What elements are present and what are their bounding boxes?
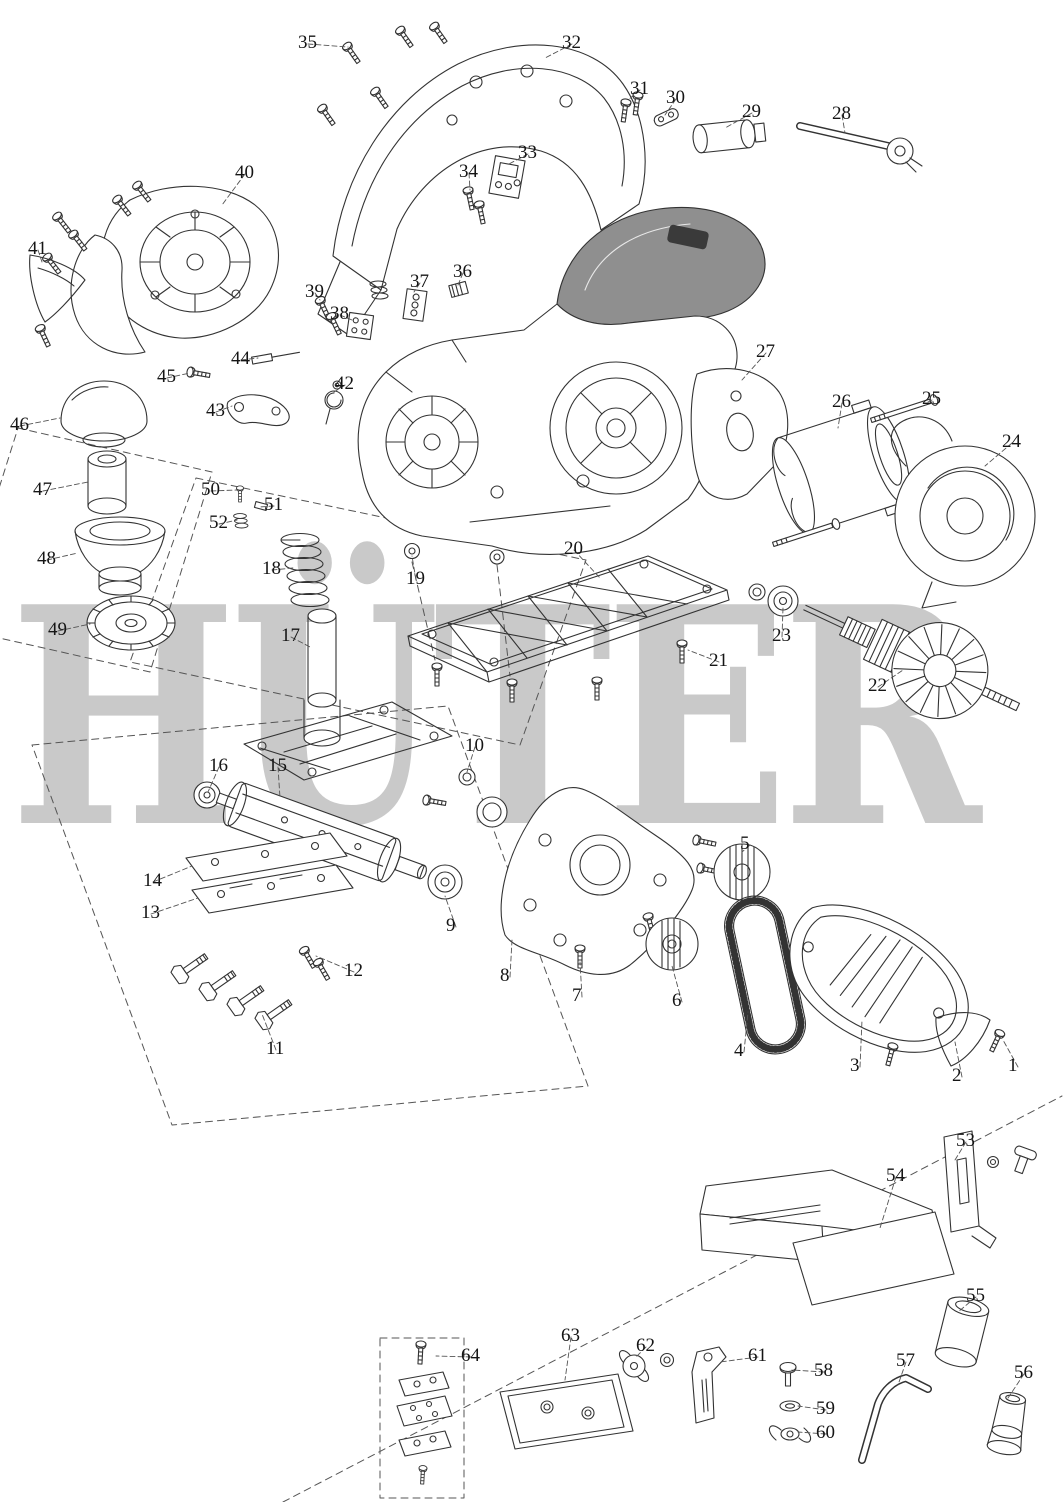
part-45-screw: [185, 366, 212, 381]
handle-grip: [556, 207, 766, 326]
leader-lines: [19, 43, 1025, 1435]
part-22-armature: [803, 604, 1021, 720]
part-48-adjuster: [74, 516, 166, 596]
part-47-sleeve: [87, 450, 127, 515]
part-58-screw: [779, 1361, 797, 1387]
parts-50-51-52: [233, 485, 269, 529]
screws-39: [313, 294, 345, 337]
part-18-spring: [280, 532, 330, 608]
part-53-fence-plate: [943, 1130, 1037, 1249]
part-16-bearing: [193, 781, 221, 809]
part-15-blade-drum: [215, 781, 427, 883]
part-37-terminal-block: [402, 288, 428, 322]
part-13-blade-clamp: [191, 864, 354, 914]
screw-1: [986, 1027, 1007, 1054]
part-49-depth-dial: [86, 595, 176, 651]
screws-34: [461, 185, 489, 226]
part-23-bearing: [748, 583, 799, 617]
part-60-wing-nut: [768, 1425, 812, 1443]
part-3-belt-cover: [789, 904, 969, 1053]
part-63-plate: [499, 1373, 634, 1450]
bolts-11: [168, 947, 297, 1033]
part-54-fence: [699, 1169, 955, 1306]
part-26-stator: [771, 399, 911, 534]
part-19-nut: [403, 542, 505, 565]
part-59-washer: [779, 1400, 801, 1412]
part-28-spanner: [796, 122, 923, 173]
part-8-gear-cover: [500, 787, 695, 976]
part-62-wing-knob: [619, 1350, 675, 1382]
part-27-housing-panel: [690, 368, 789, 500]
part-17-front-base: [243, 608, 453, 781]
part-38-switch-block: [345, 311, 375, 341]
part-36-brush: [448, 280, 469, 298]
part-40-motor-cover: [70, 185, 279, 355]
part-41-deflector: [29, 254, 86, 323]
part-5-pulley: [713, 843, 771, 901]
part-43-lever: [226, 394, 290, 427]
part-29-brush-cap: [692, 119, 767, 154]
screws-21: [431, 639, 688, 703]
part-9-bearing: [427, 864, 463, 900]
part-14-blade: [185, 832, 348, 882]
screws-12: [297, 944, 333, 983]
part-10-washer-bearing: [421, 768, 508, 828]
part-46-knob: [60, 380, 148, 448]
part-61-bracket: [691, 1346, 727, 1424]
part-42-clip: [324, 380, 344, 425]
part-64-kit: [396, 1340, 453, 1485]
part-56-sleeve: [986, 1391, 1027, 1456]
part-44-pin: [251, 351, 301, 365]
part-30-link: [653, 108, 679, 127]
part-24-fan-housing: [890, 416, 1036, 609]
part-20-base-plate: [407, 555, 730, 683]
part-55-sleeve: [934, 1296, 990, 1368]
planer-body: [357, 303, 738, 555]
part-33-switch: [488, 155, 526, 199]
part-6-pulley: [645, 917, 699, 971]
part-57-hex-wrench: [858, 1374, 932, 1464]
part-2-deflector: [935, 1012, 991, 1067]
